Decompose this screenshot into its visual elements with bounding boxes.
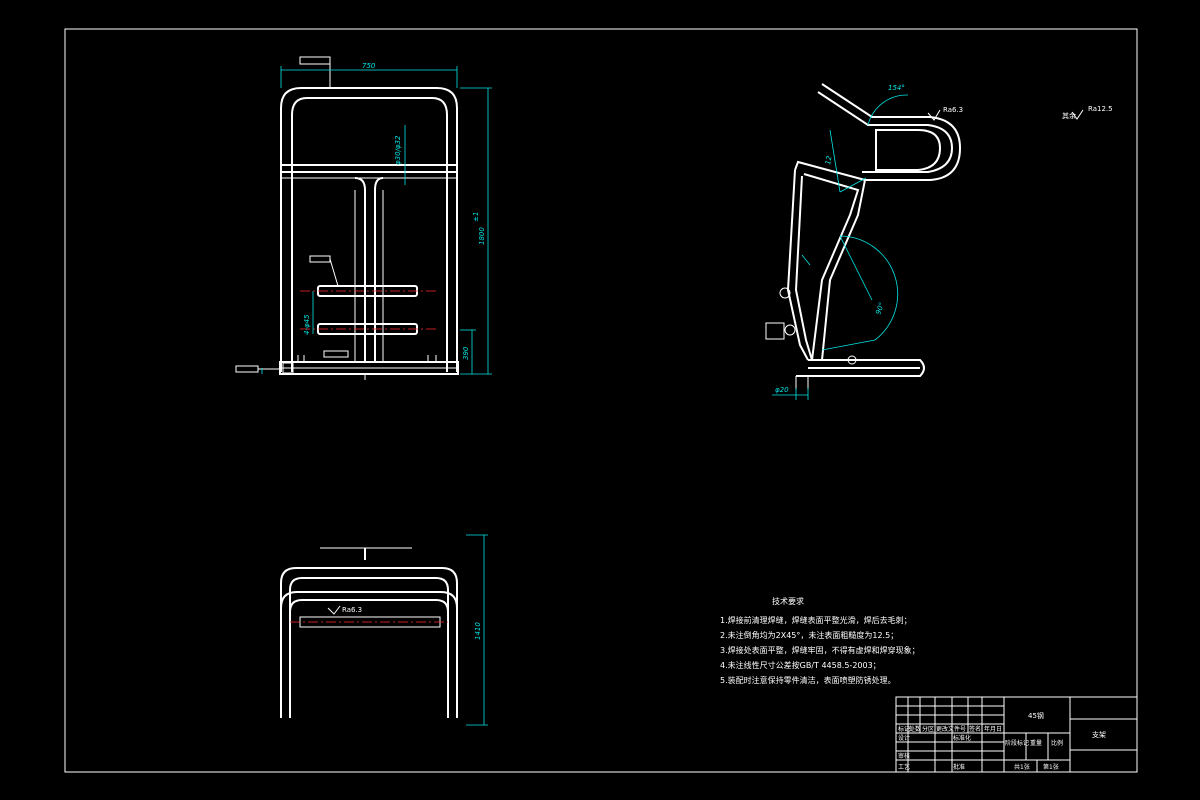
front-dim-base: 390 [462, 346, 470, 360]
notes-item-2: 2.未注倒角均为2X45°，未注表面粗糙度为12.5； [720, 630, 898, 640]
side-angle-top: 154° [888, 84, 905, 92]
tb-row-mark: 标记 [898, 725, 910, 733]
tb-standardize: 标准化 [953, 734, 971, 742]
tb-row-design: 设计 [898, 734, 910, 742]
tb-stage-mark: 阶段标记 [1005, 739, 1029, 747]
tb-sheet-no: 第1张 [1043, 763, 1059, 771]
notes-item-3: 3.焊接处表面平整，焊缝牢固，不得有虚焊和焊穿现象； [720, 645, 920, 655]
tb-header-zone: 分区 [922, 725, 934, 733]
front-dim-width: 750 [362, 62, 376, 70]
bottom-roughness: Ra6.3 [342, 606, 362, 614]
tb-header-change: 更改文件号 [936, 725, 966, 733]
general-roughness-prefix: 其余 [1062, 111, 1076, 120]
tb-weight: 重量 [1030, 739, 1042, 747]
notes-item-1: 1.焊接前清理焊缝，焊缝表面平整光滑，焊后去毛刺； [720, 615, 912, 625]
tb-part-name: 支架 [1092, 730, 1106, 739]
front-dim-height: 1800 [478, 227, 486, 245]
side-roughness: Ra6.3 [943, 106, 963, 114]
tb-material: 45钢 [1028, 711, 1044, 720]
tb-row-process: 工艺 [898, 763, 910, 771]
general-roughness-value: Ra12.5 [1088, 105, 1113, 113]
tb-header-sign: 签名 [969, 725, 981, 733]
front-view: 750 1800 ±1 390 φ30/φ32 4-φ45 [235, 56, 492, 380]
tb-sheets: 共1张 [1014, 763, 1030, 771]
notes-item-4: 4.未注线性尺寸公差按GB/T 4458.5-2003； [720, 660, 881, 670]
tb-row-review: 审核 [898, 752, 910, 760]
notes-item-5: 5.装配时注意保持零件清洁，表面喷塑防锈处理。 [720, 675, 896, 685]
drawing-frame [64, 28, 1138, 773]
tb-scale: 比例 [1051, 739, 1063, 747]
tb-header-date: 年月日 [984, 725, 1002, 733]
side-dim-foot: φ20 [775, 386, 789, 394]
side-dim-slot: 12 [824, 155, 834, 166]
front-dim-height-tol: ±1 [472, 212, 480, 222]
front-dim-tube: φ30/φ32 [394, 135, 402, 165]
title-block: 标记 设计 审核 工艺 处数 分区 更改文件号 签名 年月日 标准化 批准 45… [895, 696, 1138, 773]
bottom-dim-height: 1410 [474, 622, 482, 640]
general-roughness: 其余 Ra12.5 [1062, 105, 1113, 120]
bottom-view: Ra6.3 1410 [280, 534, 488, 726]
tb-header-count: 处数 [909, 725, 921, 733]
side-angle-bottom: 90° [874, 301, 886, 315]
technical-notes: 技术要求 1.焊接前清理焊缝，焊缝表面平整光滑，焊后去毛刺； 2.未注倒角均为2… [720, 596, 920, 685]
notes-title: 技术要求 [772, 596, 804, 606]
front-dim-holes: 4-φ45 [303, 314, 311, 335]
side-view: 12 154° 90° Ra6.3 φ20 [765, 83, 963, 400]
tb-approve: 批准 [953, 763, 965, 771]
